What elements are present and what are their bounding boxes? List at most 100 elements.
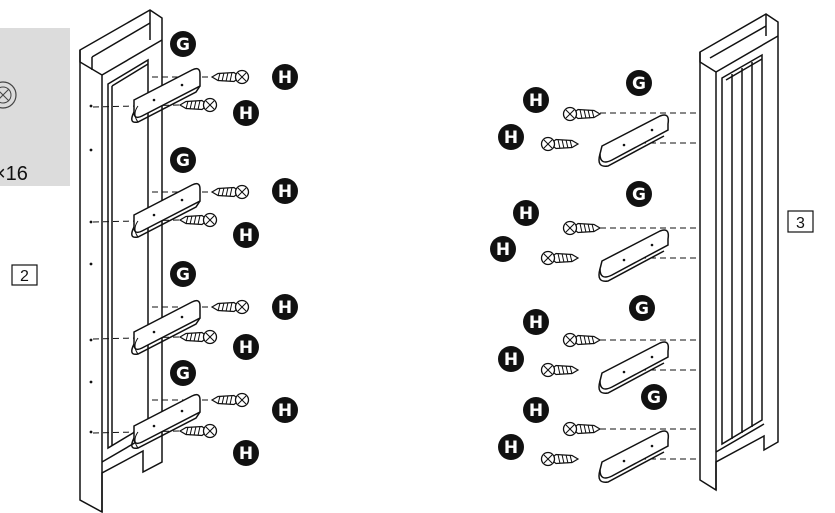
step-2-label: 2 (11, 264, 38, 286)
right-bracket-1 (598, 114, 670, 167)
screw-badge-left-4: H (272, 178, 298, 204)
step-3-box (787, 210, 814, 233)
badge-letter: G (176, 35, 190, 55)
badge-circle (272, 178, 298, 204)
bracket-badge-left-0: G (170, 31, 196, 57)
badge-letter: H (239, 444, 253, 464)
badge-circle (170, 147, 196, 173)
badge-letter: G (176, 151, 190, 171)
right-screw-4b (542, 453, 579, 466)
badge-circle (170, 31, 196, 57)
badge-circle (233, 222, 259, 248)
screw-badge-left-1: H (272, 64, 298, 90)
left-screw-4b (179, 423, 218, 439)
badge-circle (523, 87, 549, 113)
bracket-badge-left-6: G (170, 261, 196, 287)
screw-badge-left-10: H (272, 397, 298, 423)
badge-letter: H (496, 240, 510, 260)
badge-circle (626, 181, 652, 207)
badge-letter: H (504, 438, 518, 458)
step-2-number: 2 (20, 268, 29, 285)
screw-badge-left-2: H (233, 100, 259, 126)
right-screw-3b (542, 364, 579, 377)
badge-letter: G (176, 364, 190, 384)
badge-circle (626, 70, 652, 96)
right-headboard-panel (699, 13, 779, 492)
left-screw-3b (179, 329, 218, 345)
bracket-badge-right-15: G (626, 181, 652, 207)
screw-badge-right-13: H (523, 87, 549, 113)
right-screw-2b (542, 252, 579, 265)
step-3-label: 3 (787, 210, 814, 233)
badge-circle (272, 64, 298, 90)
right-bracket-2 (598, 229, 670, 282)
screw-badge-right-20: H (498, 346, 524, 372)
bracket-badge-right-18: G (629, 295, 655, 321)
badge-letter: H (239, 104, 253, 124)
screw-badge-left-8: H (233, 334, 259, 360)
left-screw-3a (211, 299, 250, 315)
badge-letter: H (504, 128, 518, 148)
badge-circle (498, 124, 524, 150)
badge-letter: G (647, 388, 661, 408)
badge-circle (233, 100, 259, 126)
badge-circle (272, 397, 298, 423)
badge-letter: H (529, 91, 543, 111)
screw-badge-right-22: H (523, 397, 549, 423)
badge-circle (523, 397, 549, 423)
left-headboard-panel (79, 9, 163, 513)
step-2-box (11, 264, 38, 286)
badge-letter: H (504, 350, 518, 370)
badge-circle (523, 309, 549, 335)
step-3-number: 3 (796, 215, 805, 232)
right-screw-1b (542, 138, 579, 151)
bracket-badge-right-21: G (641, 384, 667, 410)
badge-letter: H (278, 68, 292, 88)
badge-letter: G (176, 265, 190, 285)
screw-badge-left-11: H (233, 440, 259, 466)
bracket-badge-left-9: G (170, 360, 196, 386)
badge-circle (498, 346, 524, 372)
screw-badge-right-17: H (490, 236, 516, 262)
badge-circle (170, 360, 196, 386)
badge-circle (641, 384, 667, 410)
badge-circle (233, 440, 259, 466)
callout-count: ×16 (0, 163, 28, 185)
right-screw-1a (564, 108, 601, 121)
left-screw-2a (211, 184, 250, 200)
badge-letter: H (278, 298, 292, 318)
badge-circle (629, 295, 655, 321)
right-screw-3a (564, 334, 601, 347)
bracket-badge-right-12: G (626, 70, 652, 96)
screw-badge-right-14: H (498, 124, 524, 150)
badge-circle (233, 334, 259, 360)
screw-badge-left-5: H (233, 222, 259, 248)
screw-badge-left-7: H (272, 294, 298, 320)
badge-letter: H (519, 204, 533, 224)
badge-letter: H (529, 313, 543, 333)
screw-badge-right-23: H (498, 434, 524, 460)
badge-circle (490, 236, 516, 262)
badge-circle (170, 261, 196, 287)
badge-letter: H (278, 401, 292, 421)
callout-background (0, 28, 70, 186)
screw-badge-right-19: H (523, 309, 549, 335)
right-bracket-4 (598, 430, 670, 483)
badge-letter: G (632, 185, 646, 205)
badge-letter: H (239, 338, 253, 358)
right-screw-4a (564, 423, 601, 436)
left-screw-1b (179, 97, 218, 113)
left-screw-2b (179, 212, 218, 228)
left-screw-1a (211, 69, 250, 85)
badge-letter: G (635, 299, 649, 319)
screw-head-icon (0, 81, 17, 109)
badge-letter: G (632, 74, 646, 94)
hardware-callout: ×16 (0, 28, 70, 186)
right-screw-2a (564, 222, 601, 235)
left-screw-4a (211, 392, 250, 408)
badge-letter: H (529, 401, 543, 421)
badge-circle (272, 294, 298, 320)
bracket-badge-left-3: G (170, 147, 196, 173)
